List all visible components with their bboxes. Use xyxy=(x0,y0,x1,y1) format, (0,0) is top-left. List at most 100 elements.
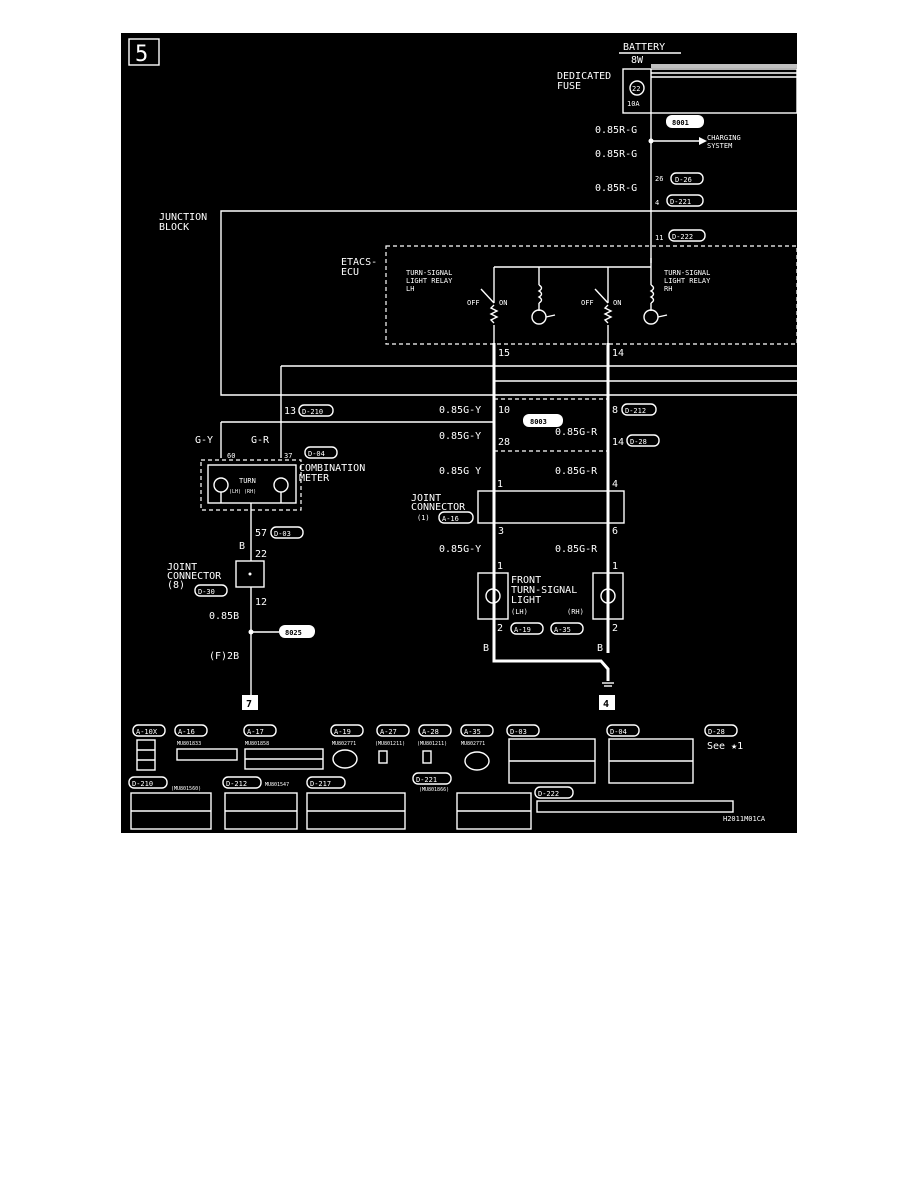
etacs-ecu-outline xyxy=(385,245,797,345)
svg-text:0.85G Y: 0.85G Y xyxy=(439,466,481,477)
fuse-label-line1: DEDICATED xyxy=(557,71,611,82)
connector-a19: A-19 xyxy=(514,626,531,634)
fuse-rating: 10A xyxy=(627,100,640,108)
etacs-label-line1: ETACS- xyxy=(341,257,377,268)
svg-text:A-16: A-16 xyxy=(178,728,195,736)
svg-text:D-210: D-210 xyxy=(132,780,153,788)
ground-7-number: 7 xyxy=(246,699,252,710)
wiring-diagram: 5 BATTERY 8W DEDICATED FUSE 22 10A 0.85R… xyxy=(128,38,797,830)
svg-text:JOINT: JOINT xyxy=(411,493,441,504)
svg-text:ON: ON xyxy=(613,299,621,307)
svg-text:OFF: OFF xyxy=(581,299,594,307)
relay-lh-resistor xyxy=(489,304,499,324)
front-light-lh xyxy=(477,572,509,620)
connector-d210: D-210 xyxy=(302,408,323,416)
svg-text:CONNECTOR: CONNECTOR xyxy=(411,502,466,513)
fuse-number: 22 xyxy=(632,85,640,93)
svg-text:8: 8 xyxy=(612,405,618,416)
svg-text:D-222: D-222 xyxy=(538,790,559,798)
svg-text:11: 11 xyxy=(655,234,663,242)
splice-8025 xyxy=(279,625,315,638)
svg-text:(MU801866): (MU801866) xyxy=(419,787,449,793)
svg-text:A-17: A-17 xyxy=(247,728,264,736)
meter-turn-lh-bulb xyxy=(213,477,229,493)
svg-text:1: 1 xyxy=(497,479,503,490)
charging-label-line1: CHARGING xyxy=(707,134,741,142)
fuse-label-line2: FUSE xyxy=(557,81,581,92)
svg-text:OFF: OFF xyxy=(467,299,480,307)
svg-text:3: 3 xyxy=(498,526,504,537)
connector-d26: D-26 xyxy=(675,176,692,184)
svg-text:37: 37 xyxy=(284,452,292,460)
connector-a35: A-35 xyxy=(554,626,571,634)
svg-text:60: 60 xyxy=(227,452,235,460)
svg-text:8003: 8003 xyxy=(530,418,547,426)
svg-text:D-221: D-221 xyxy=(416,776,437,784)
svg-text:(MU801211): (MU801211) xyxy=(375,741,405,747)
connector-d03: D-03 xyxy=(274,530,291,538)
relay-rh-transistor xyxy=(643,309,659,325)
figure-code: H2011M01CA xyxy=(723,815,766,823)
svg-text:MU802771: MU802771 xyxy=(461,741,485,747)
joint-connector-8 xyxy=(235,560,265,588)
svg-text:0.85G-R: 0.85G-R xyxy=(555,544,598,555)
svg-text:MU801547: MU801547 xyxy=(265,782,289,788)
relay-rh-coil xyxy=(649,284,655,304)
svg-text:22: 22 xyxy=(255,549,267,560)
relay-lh-transistor xyxy=(531,309,547,325)
svg-text:0.85G-Y: 0.85G-Y xyxy=(439,431,481,442)
svg-text:MU802771: MU802771 xyxy=(332,741,356,747)
connector-d222: D-222 xyxy=(672,233,693,241)
etacs-label-line2: ECU xyxy=(341,267,359,278)
svg-text:(RH): (RH) xyxy=(567,608,584,616)
svg-text:28: 28 xyxy=(498,437,510,448)
front-light-lh-bulb xyxy=(485,588,501,604)
svg-text:A-35: A-35 xyxy=(464,728,481,736)
svg-text:B: B xyxy=(597,643,603,654)
svg-text:See ★1: See ★1 xyxy=(707,741,743,752)
svg-text:MU801833: MU801833 xyxy=(177,741,201,747)
meter-turn-rh-bulb xyxy=(273,477,289,493)
ground-4-number: 4 xyxy=(603,699,609,710)
fuse-box xyxy=(622,68,797,114)
svg-text:D-212: D-212 xyxy=(226,780,247,788)
svg-text:(MU801560): (MU801560) xyxy=(171,786,201,792)
svg-text:(LH) (RH): (LH) (RH) xyxy=(229,489,256,495)
svg-text:0.85G-R: 0.85G-R xyxy=(555,466,598,477)
relay-lh-line3: LH xyxy=(406,285,414,293)
ground-wire-right xyxy=(492,653,610,681)
svg-text:D-217: D-217 xyxy=(310,780,331,788)
relay-lh-coil xyxy=(537,284,543,304)
svg-text:MU801858: MU801858 xyxy=(245,741,269,747)
svg-text:0.85G-Y: 0.85G-Y xyxy=(439,405,481,416)
meter-label-line2: METER xyxy=(299,473,330,484)
svg-text:ON: ON xyxy=(499,299,507,307)
wire-085b: 0.85B xyxy=(209,611,239,622)
svg-text:1: 1 xyxy=(497,561,503,572)
svg-text:A-19: A-19 xyxy=(334,728,351,736)
wire-gr: G-R xyxy=(251,435,270,446)
relay-rh-line2: LIGHT RELAY xyxy=(664,277,711,285)
connector-d04: D-04 xyxy=(308,450,325,458)
relay-rh-line1: TURN-SIGNAL xyxy=(664,269,710,277)
wire-label: 0.85R-G xyxy=(595,183,637,194)
front-light-rh xyxy=(592,572,624,620)
battery-label: BATTERY xyxy=(623,42,665,53)
svg-text:D-04: D-04 xyxy=(610,728,627,736)
connector-d212: D-212 xyxy=(625,407,646,415)
svg-text:13: 13 xyxy=(284,406,296,417)
connector-legend: A-10X A-16 MU801833 A-17 MU801858 A-19 M… xyxy=(128,724,766,830)
svg-text:57: 57 xyxy=(255,528,267,539)
svg-text:FRONT: FRONT xyxy=(511,575,541,586)
svg-text:1: 1 xyxy=(612,561,618,572)
charging-label-line2: SYSTEM xyxy=(707,142,732,150)
svg-text:4: 4 xyxy=(655,199,659,207)
svg-text:(8): (8) xyxy=(167,580,185,591)
relay-rh-line3: RH xyxy=(664,285,672,293)
page-number-box xyxy=(128,38,160,66)
front-light-rh-bulb xyxy=(600,588,616,604)
connector-d28: D-28 xyxy=(630,438,647,446)
connector-a16: A-16 xyxy=(442,515,459,523)
svg-text:0.85G-Y: 0.85G-Y xyxy=(439,544,481,555)
svg-text:D-28: D-28 xyxy=(708,728,725,736)
